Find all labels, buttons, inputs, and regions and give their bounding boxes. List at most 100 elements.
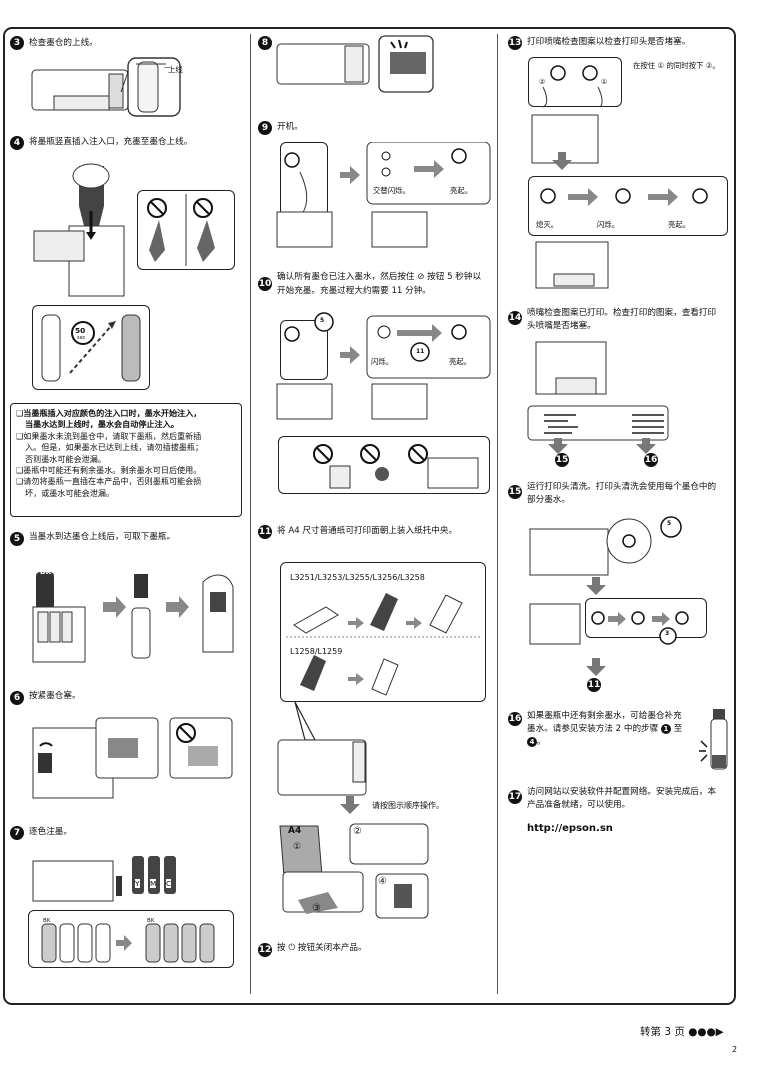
models-label-1: L3251/L3253/L3255/L3256/L3258 (290, 573, 425, 582)
ref-step: 4 (527, 737, 537, 747)
light-sequence-illustration (540, 188, 708, 206)
bottle-color-y: Y (135, 879, 140, 888)
paper-load-illustration (286, 593, 482, 696)
step-number: 8 (258, 36, 272, 50)
models-label-2: L1258/L1259 (290, 647, 343, 656)
step-17-text-2: 产品准备就绪，可以使用。 (527, 800, 631, 810)
ref-separator: 至 (673, 724, 683, 734)
step-14-text-2: 头喷嘴是否堵塞。 (527, 321, 596, 331)
step-number: 13 (508, 36, 522, 50)
tank-label-bk-2: BK (147, 918, 155, 924)
step-16-text-1: 如果墨瓶中还有剩余墨水，可给墨仓补充 (527, 711, 682, 721)
a4-label: A4 (288, 826, 302, 836)
fill-each-color-illustration (32, 856, 176, 902)
step-number: 9 (258, 121, 272, 135)
remove-bottle-illustration (32, 572, 234, 663)
printer-illustration (277, 701, 367, 796)
step-number: 15 (508, 485, 522, 499)
step-number: 17 (508, 790, 522, 804)
page-frame (3, 27, 736, 1005)
step-number: 4 (10, 136, 24, 150)
step-number: 16 (508, 712, 522, 726)
circled-1: ① (293, 842, 302, 852)
down-arrow-icon (340, 796, 360, 814)
ref-step: 11 (587, 678, 601, 692)
column-divider-1 (250, 34, 251, 994)
step-15-text-1: 运行打印头清洗。打印头清洗会使用每个墨仓中的 (527, 482, 717, 492)
paper-steps-illustration (279, 823, 429, 919)
tank-fill-illustration (41, 314, 141, 382)
circled-4: ④ (378, 876, 387, 887)
circled-2: ② (353, 826, 362, 837)
alternating-blink-label: 交替闪烁。 (373, 186, 410, 195)
off-label: 熄灭。 (536, 220, 559, 229)
step-16-text-2: 墨水。请参见安装方法 2 中的步骤 1 至 (527, 723, 682, 736)
step-5-text: 当墨水到达墨仓上线后，可取下墨瓶。 (29, 532, 176, 542)
circled-3: ③ (312, 903, 321, 914)
lit-label: 亮起。 (450, 186, 473, 195)
step-15-text-2: 部分墨水。 (527, 495, 570, 505)
circled-2-hint: ② (539, 78, 546, 86)
insert-bottle-illustration (33, 163, 125, 297)
timer-3-value: 3 (665, 630, 670, 637)
nozzle-buttons-box (528, 57, 622, 107)
step-12-text: 按 ⏻ 按钮关闭本产品。 (277, 943, 367, 953)
follow-order-label: 请按图示顺序操作。 (372, 801, 444, 810)
down-arrow-icon (586, 577, 606, 595)
continue-to-page-3: 转第 3 页 ●●●▶ (640, 1026, 724, 1038)
ink-charge-illustration (276, 312, 491, 420)
note-line: 否则墨水可能会泄漏。 (25, 453, 106, 464)
cleaning-lights-illustration (529, 603, 689, 645)
down-arrow-icon (552, 152, 572, 170)
step-number: 3 (10, 36, 24, 50)
ink-bottle-illustration (699, 709, 728, 770)
step-16-text-3: 4。 (527, 736, 546, 749)
step-10-text-2: 开始充墨。充墨过程大约需要 11 分钟。 (277, 286, 431, 296)
step-16-text-2-main: 墨水。请参见安装方法 2 中的步骤 (527, 724, 659, 734)
down-arrow-icon (586, 658, 606, 676)
step-17-text-1: 访问网站以安装软件并配置网络。安装完成后，本 (527, 787, 717, 797)
step-14-text-1: 喷嘴检查图案已打印。检查打印的图案，查看打印 (527, 308, 717, 318)
close-cover-illustration (276, 35, 434, 93)
blink-label: 闪烁。 (371, 357, 394, 366)
step-11-text: 将 A4 尺寸普通纸可打印面朝上装入纸托中央。 (277, 526, 458, 536)
column-divider-2 (497, 34, 498, 994)
do-not-unplug-icons (313, 444, 479, 489)
page-number: 2 (732, 1045, 738, 1054)
setup-url-link[interactable]: http://epson.sn (527, 823, 613, 834)
close-tank-cap-illustration (32, 717, 233, 799)
step-number: 5 (10, 532, 24, 546)
note-line: 坏，或墨水可能会泄漏。 (25, 487, 115, 498)
step-number: 6 (10, 691, 24, 705)
light-sequence-box (528, 176, 728, 236)
timer-11-value: 11 (416, 348, 425, 355)
nozzle-pattern-illustration (527, 341, 669, 454)
bottle-color-label: BK (40, 567, 52, 576)
note-line: ❑请勿将墨瓶一直插在本产品中，否则墨瓶可能会损 (16, 476, 202, 487)
step-7-text: 逐色注墨。 (29, 827, 72, 837)
note-line: ❑当墨瓶插入对应颜色的注入口时，墨水开始注入， (16, 408, 202, 418)
lit-label: 亮起。 (668, 220, 691, 229)
step-9-text: 开机。 (277, 122, 303, 132)
color-tanks-illustration (41, 923, 215, 963)
tank-label-bk: BK (43, 918, 51, 924)
step-number: 11 (258, 525, 272, 539)
step-number: 14 (508, 311, 522, 325)
lit-label: 亮起。 (449, 357, 472, 366)
step-6-text: 按紧墨仓塞。 (29, 691, 81, 701)
note-line: ❑如果墨水未流到墨仓中，请取下墨瓶，然后重新插 (16, 430, 202, 441)
note-line: 当墨水达到上线时，墨水会自动停止注入。 (25, 419, 179, 430)
note-line: ❑墨瓶中可能还有剩余墨水。剩余墨水可日后使用。 (16, 465, 202, 476)
note-line: 入。但是，如果墨水已达到上线，请勿插拔墨瓶； (25, 442, 204, 453)
step-3-text: 检查墨仓的上线。 (29, 38, 98, 48)
step-number: 10 (258, 277, 272, 291)
nozzle-hint-text: 在按住 ① 的同时按下 ②。 (633, 61, 720, 70)
timer-5-value: 5 (667, 520, 672, 527)
ref-step: 16 (644, 453, 658, 467)
sentence-end: 。 (537, 737, 546, 747)
step-number: 7 (10, 826, 24, 840)
bottle-color-c: C (166, 879, 172, 888)
timer-value: 50 (75, 326, 86, 335)
tank-upper-line-illustration: — (31, 57, 181, 117)
svg-text:—: — (164, 63, 171, 71)
